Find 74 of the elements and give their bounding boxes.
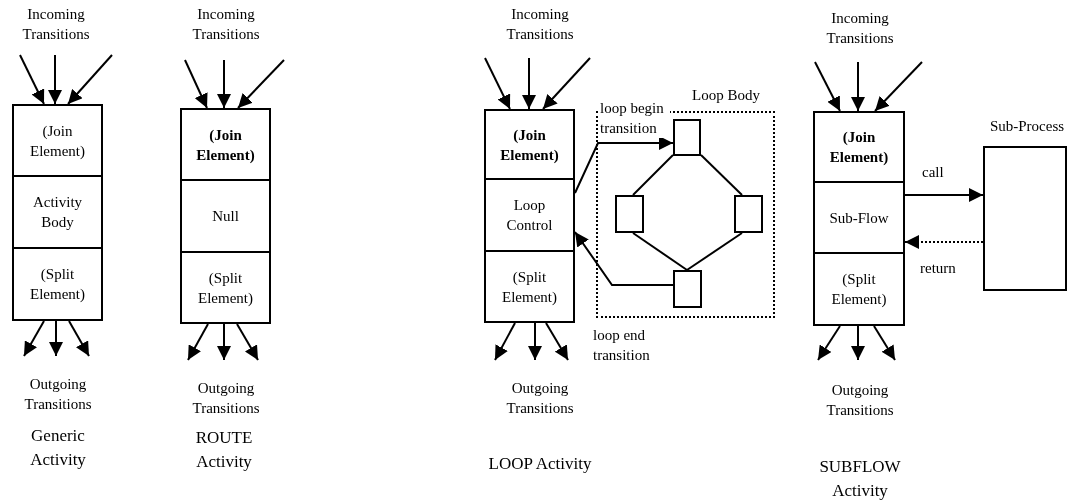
process-box [673, 270, 702, 308]
arrow [574, 136, 674, 194]
arrow [217, 59, 231, 109]
transition-caption: Incoming Transitions [191, 5, 261, 44]
arrow [522, 57, 536, 110]
process-box [615, 195, 644, 233]
arrow [494, 322, 516, 361]
connector-line [700, 154, 743, 196]
process-box [484, 250, 575, 323]
arrow [23, 320, 45, 357]
process-box [813, 181, 905, 254]
arrow [237, 59, 285, 109]
connector-line [686, 232, 743, 271]
box-text: (Join Element) [29, 121, 86, 161]
process-box [12, 104, 103, 177]
arrow [873, 325, 896, 361]
arrow [67, 54, 113, 105]
arrow [545, 322, 569, 361]
arrow [217, 323, 231, 361]
process-box [180, 179, 271, 253]
arrow [904, 188, 984, 202]
transition-caption: Outgoing Transitions [505, 379, 575, 418]
arrow [542, 57, 591, 110]
box-title: Loop Body [692, 86, 761, 105]
arrow [187, 323, 209, 361]
process-box [813, 252, 905, 326]
process-box [12, 175, 103, 249]
box-text: (Join Element) [499, 125, 560, 165]
transition-caption: Incoming Transitions [825, 9, 895, 48]
arrow [904, 235, 984, 249]
activity-caption: SUBFLOW Activity [818, 456, 902, 502]
box-text: (Join Element) [195, 125, 256, 165]
arrow [48, 54, 62, 105]
transition-caption: Incoming Transitions [505, 5, 575, 44]
process-box [673, 119, 701, 156]
arrow [484, 57, 511, 110]
process-box [734, 195, 763, 233]
box-text: (Join Element) [828, 128, 890, 167]
connector-line [632, 232, 688, 271]
process-box [813, 111, 905, 183]
activity-caption: LOOP Activity [487, 453, 593, 475]
process-box [484, 109, 575, 180]
transition-caption: Outgoing Transitions [191, 379, 261, 418]
arrow [528, 322, 542, 361]
box-text: (Split Element) [501, 267, 558, 307]
arrow [851, 61, 865, 112]
process-box [180, 108, 271, 181]
process-box [180, 251, 271, 324]
connector-line [632, 154, 674, 196]
arrow [851, 325, 865, 361]
transition-caption: Outgoing Transitions [23, 375, 93, 414]
arrow [184, 59, 208, 109]
box-title: Sub-Process [988, 117, 1066, 136]
process-box [12, 247, 103, 321]
arrow [19, 54, 45, 105]
arrow [49, 320, 63, 357]
box-text: (Split Element) [197, 268, 254, 308]
arrow [68, 320, 90, 357]
process-box [484, 178, 575, 252]
arrow [814, 61, 841, 112]
box-text: Activity Body [31, 193, 84, 232]
box-text: Loop Control [505, 196, 554, 235]
transition-caption: Incoming Transitions [21, 5, 91, 44]
box-text: Null [211, 207, 240, 226]
box-text: (Split Element) [830, 270, 888, 309]
arrow [236, 323, 259, 361]
arrow [817, 325, 841, 361]
activity-caption: Generic Activity [29, 425, 87, 471]
arrow [874, 61, 923, 112]
box-text: (Split Element) [29, 265, 86, 304]
activity-caption: ROUTE Activity [194, 427, 254, 473]
arrow [574, 231, 674, 286]
box-text: Sub-Flow [828, 208, 890, 228]
transition-caption: Outgoing Transitions [825, 381, 895, 420]
